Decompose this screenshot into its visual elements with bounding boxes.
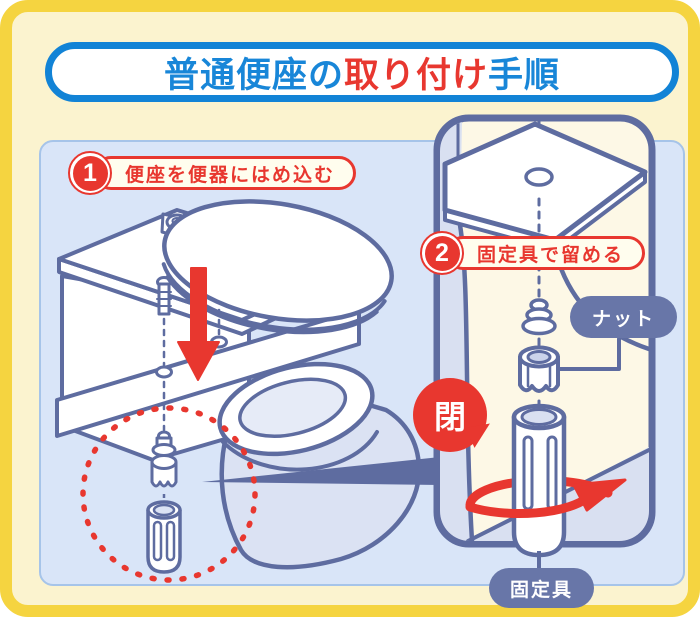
nut-label-pill: ナット (570, 296, 678, 338)
title-segment: 取り付け (343, 55, 488, 95)
step-1-label: 1 便座を便器にはめ込む (68, 151, 357, 195)
toilet-seat (161, 199, 394, 335)
callout-wedge (202, 457, 440, 485)
toilet-illustration (55, 199, 440, 583)
down-arrow-icon (177, 267, 220, 381)
step-2-badge: 2 (420, 231, 464, 275)
step-2-text: 固定具で留める (446, 236, 646, 270)
detail-nut (518, 345, 560, 393)
dotted-highlight-circle (80, 405, 258, 583)
fixture-label-pill: 固定具 (489, 568, 595, 608)
step-1-number: 1 (72, 155, 108, 191)
nut-connector-line (558, 337, 621, 371)
page-title: 普通便座の取り付け手順 (45, 42, 679, 102)
close-speech-bubble: 閉 (413, 378, 487, 452)
bowl-deck (55, 308, 361, 438)
step-1-text: 便座を便器にはめ込む (94, 156, 357, 190)
title-segment: 手順 (488, 55, 561, 95)
fixture-detail-panel (433, 114, 656, 570)
detail-bolt (521, 298, 557, 336)
rotate-arrow-icon (465, 478, 627, 519)
step-2-label: 2 固定具で留める (420, 231, 646, 275)
fixing-parts (146, 430, 182, 574)
step-1-badge: 1 (68, 151, 112, 195)
fixture-cylinder (511, 403, 567, 558)
title-segment: 普通便座の (163, 55, 344, 95)
step-2-number: 2 (424, 235, 460, 271)
